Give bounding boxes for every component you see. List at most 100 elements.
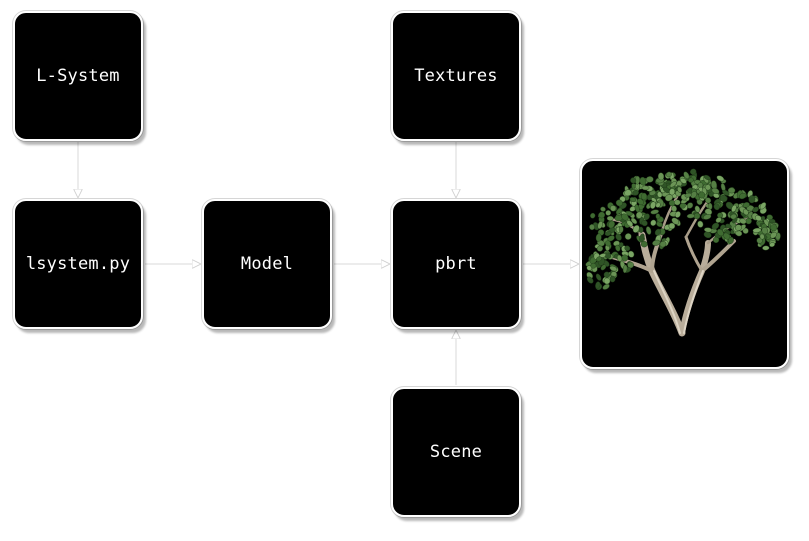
leaf <box>674 199 681 206</box>
leaf <box>629 197 637 203</box>
leaf <box>630 217 638 225</box>
leaf <box>698 191 706 199</box>
leaf <box>650 219 657 226</box>
leaf <box>643 213 650 220</box>
leaf <box>752 206 759 213</box>
leaf <box>694 205 701 213</box>
leaf <box>603 277 611 285</box>
leaf <box>735 224 742 231</box>
leaf <box>716 175 725 182</box>
leaf <box>697 220 704 228</box>
leaf <box>759 202 767 210</box>
leaf <box>659 241 667 248</box>
leaf <box>627 250 635 258</box>
leaf <box>615 233 622 241</box>
leaf <box>690 168 697 175</box>
leaf <box>621 254 629 262</box>
leaf <box>615 244 621 252</box>
leaf <box>607 235 615 242</box>
leaf <box>638 226 644 233</box>
leaf <box>595 281 601 289</box>
leaf <box>654 228 662 236</box>
node-lsystem: L-System <box>13 11 143 141</box>
leaf <box>657 191 663 198</box>
leaf <box>630 177 637 184</box>
leaf <box>761 226 769 235</box>
leaf <box>722 189 730 196</box>
leaf <box>605 240 611 247</box>
leaf <box>752 227 762 233</box>
leaf <box>727 236 734 244</box>
leaf <box>739 218 747 225</box>
node-textures: Textures <box>391 11 521 141</box>
leaf <box>616 254 623 262</box>
leaf <box>655 213 661 220</box>
leaf <box>739 192 747 200</box>
leaf <box>624 233 632 240</box>
leaf <box>770 224 778 232</box>
leaf <box>742 208 749 216</box>
leaf <box>742 202 750 208</box>
leaf <box>639 176 647 186</box>
leaf <box>748 195 756 204</box>
leaf <box>674 211 681 218</box>
node-model: Model <box>202 199 332 329</box>
node-lsystem-label: L-System <box>36 66 120 86</box>
leaf <box>766 214 773 220</box>
leaf <box>624 189 632 197</box>
tree-foliage <box>585 168 781 291</box>
leaf <box>683 171 690 180</box>
leaf <box>595 233 602 242</box>
node-scene: Scene <box>391 387 521 517</box>
leaf <box>627 261 634 269</box>
leaf <box>618 226 624 233</box>
leaf <box>669 188 676 196</box>
leaf <box>703 174 711 181</box>
leaf <box>597 221 603 229</box>
leaf <box>626 220 634 227</box>
leaf <box>641 220 648 227</box>
leaf <box>686 213 695 219</box>
leaf <box>720 195 728 202</box>
node-textures-label: Textures <box>414 66 498 86</box>
leaf <box>615 207 623 215</box>
leaf <box>586 276 594 284</box>
leaf <box>713 236 720 244</box>
leaf <box>762 245 770 251</box>
leaf <box>688 177 694 183</box>
leaf <box>640 241 648 248</box>
leaf <box>586 265 593 271</box>
leaf <box>730 213 737 220</box>
leaf <box>590 262 597 269</box>
leaf <box>770 231 777 239</box>
leaf <box>725 223 732 229</box>
leaf <box>690 191 697 199</box>
leaf <box>604 231 612 236</box>
leaf <box>769 242 775 248</box>
leaf <box>711 222 720 230</box>
leaf <box>677 186 683 193</box>
leaf <box>598 211 605 219</box>
leaf <box>610 205 617 212</box>
leaf <box>589 224 595 231</box>
leaf <box>649 190 657 196</box>
leaf <box>715 217 722 223</box>
leaf <box>669 181 677 188</box>
leaf <box>603 271 611 278</box>
leaf <box>609 265 618 272</box>
leaf <box>711 187 720 194</box>
leaf <box>645 226 652 235</box>
leaf <box>686 202 694 209</box>
leaf <box>621 213 629 221</box>
leaf <box>679 202 686 209</box>
leaf <box>684 192 692 198</box>
leaf <box>634 204 640 213</box>
leaf <box>639 233 645 242</box>
leaf <box>655 202 661 208</box>
leaf <box>624 245 631 252</box>
leaf <box>668 222 676 230</box>
leaf <box>602 283 610 290</box>
node-rendered-tree <box>580 159 789 369</box>
